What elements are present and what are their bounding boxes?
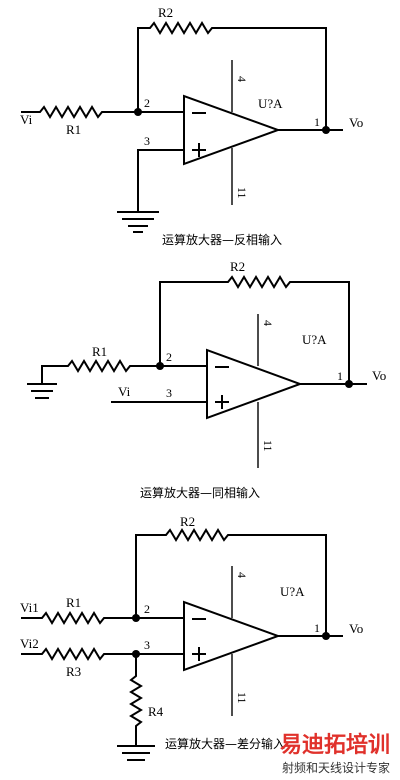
watermark: 易迪拓培训 射频和天线设计专家 — [280, 732, 390, 775]
r1-label: R1 — [92, 344, 107, 359]
plus-sign-icon — [215, 395, 229, 409]
pin-label: 4 — [261, 320, 275, 326]
r4-resistor — [129, 653, 143, 747]
pin-label: 3 — [166, 386, 172, 400]
circuit-caption: 运算放大器—同相输入 — [140, 485, 260, 500]
junction-dot — [345, 380, 353, 388]
circuit-noninverting: R2 R1 Vi Vo U?A 2 3 1 4 11 运算放大器—同相输入 — [27, 259, 386, 500]
r2-feedback-resistor — [137, 21, 327, 129]
r1-label: R1 — [66, 122, 81, 137]
opamp-triangle — [183, 600, 281, 672]
junction-dot — [134, 108, 142, 116]
circuit-inverting: R2 R1 Vi Vo U?A 2 3 1 4 11 运算放大器—反相输入 — [20, 5, 363, 247]
junction-dot — [132, 614, 140, 622]
pin-label: 11 — [235, 692, 249, 704]
pin-label: 1 — [337, 369, 343, 383]
r2-label: R2 — [180, 514, 195, 529]
plus-sign-icon — [192, 143, 206, 157]
pin-label: 4 — [235, 76, 249, 82]
pin-label: 3 — [144, 638, 150, 652]
ground-icon — [27, 383, 57, 399]
opamp-label: U?A — [302, 332, 327, 347]
watermark-tagline: 射频和天线设计专家 — [282, 760, 390, 775]
r1-resistor — [21, 105, 139, 119]
opamp-triangle — [183, 94, 281, 166]
pin-label: 2 — [144, 602, 150, 616]
pin-label: 2 — [166, 350, 172, 364]
input-label: Vi1 — [20, 600, 39, 615]
r2-label: R2 — [230, 259, 245, 274]
pin-label: 11 — [235, 187, 249, 199]
ground-icon — [117, 211, 159, 233]
circuit-caption: 运算放大器—反相输入 — [162, 232, 282, 247]
input-label: Vi2 — [20, 636, 39, 651]
r1-resistor — [41, 359, 161, 373]
pin-label: 2 — [144, 96, 150, 110]
r1-resistor — [21, 611, 137, 625]
opamp-label: U?A — [280, 584, 305, 599]
noninverting-ground-wire — [137, 149, 185, 213]
ground-icon — [117, 745, 155, 761]
junction-dot — [132, 650, 140, 658]
output-label: Vo — [372, 368, 386, 383]
pin-label: 1 — [314, 115, 320, 129]
r2-label: R2 — [158, 5, 173, 20]
output-label: Vo — [349, 115, 363, 130]
r2-feedback-resistor — [135, 528, 327, 635]
junction-dot — [322, 632, 330, 640]
pin-label: 11 — [261, 440, 275, 452]
junction-dot — [156, 362, 164, 370]
output-label: Vo — [349, 621, 363, 636]
r4-label: R4 — [148, 704, 164, 719]
r2-feedback-resistor — [159, 275, 350, 383]
pin-label: 1 — [314, 621, 320, 635]
pin-label: 3 — [144, 134, 150, 148]
watermark-brand: 易迪拓培训 — [280, 732, 390, 758]
circuit-differential: R2 R1 R3 R4 Vi1 Vi2 Vo U?A 2 3 1 4 11 运算… — [20, 514, 363, 761]
junction-dot — [322, 126, 330, 134]
opamp-triangle — [206, 348, 303, 420]
plus-sign-icon — [192, 647, 206, 661]
r1-label: R1 — [66, 595, 81, 610]
r3-label: R3 — [66, 664, 81, 679]
input-label: Vi — [20, 112, 33, 127]
input-label: Vi — [118, 384, 131, 399]
circuit-caption: 运算放大器—差分输入 — [165, 736, 285, 751]
pin-label: 4 — [235, 572, 249, 578]
r3-resistor — [21, 647, 185, 661]
opamp-label: U?A — [258, 96, 283, 111]
